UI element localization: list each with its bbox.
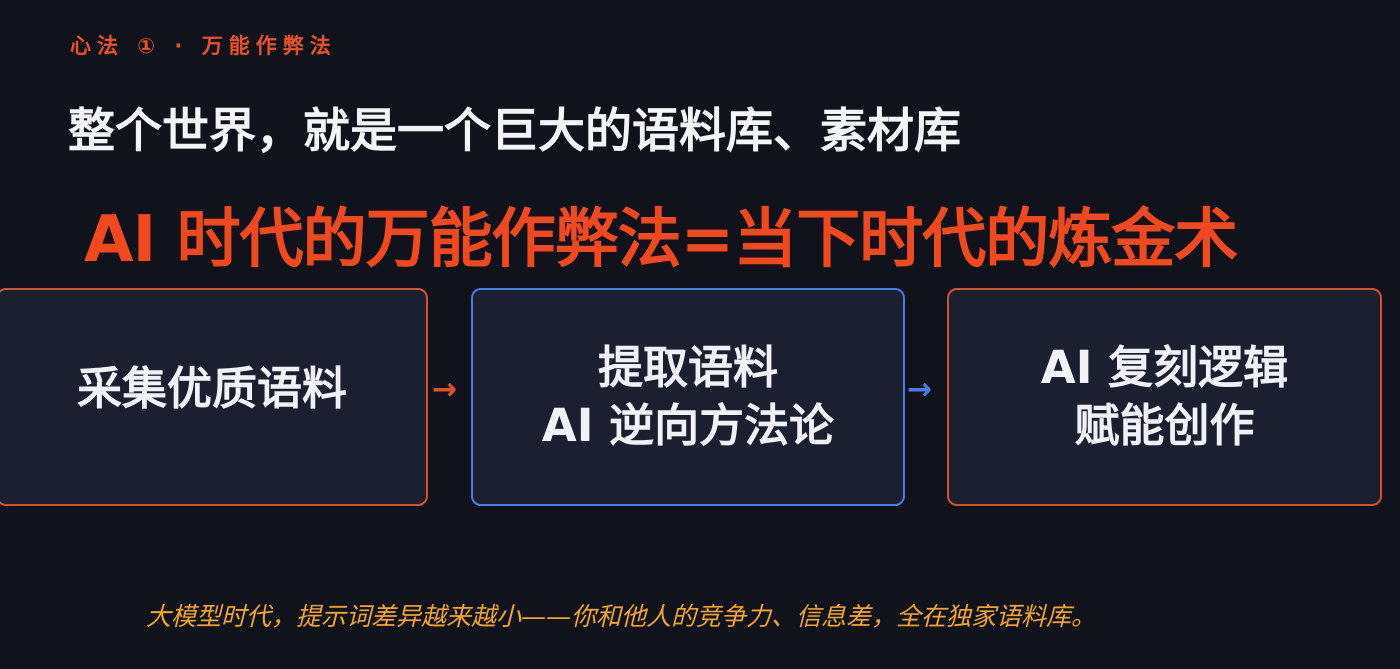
step-card-sublabel: AI 逆向方法论 xyxy=(541,399,835,452)
step-card-label: 提取语料 xyxy=(597,341,778,394)
arrow-right-icon: → xyxy=(907,372,933,407)
step-card-sublabel: 赋能创作 xyxy=(1074,399,1255,452)
section-eyebrow: 心法 ① · 万能作弊法 xyxy=(70,34,337,58)
step-card-label: 采集优质语料 xyxy=(76,362,347,415)
step-card-label: AI 复刻逻辑 xyxy=(1040,341,1289,394)
step-card-extract: 提取语料 AI 逆向方法论 xyxy=(471,288,905,506)
hero-title: AI 时代的万能作弊法=当下时代的炼金术 xyxy=(84,203,1238,277)
footer-note: 大模型时代，提示词差异越来越小——你和他人的竞争力、信息差，全在独家语料库。 xyxy=(146,602,1097,631)
headline: 整个世界，就是一个巨大的语料库、素材库 xyxy=(68,104,961,159)
step-card-collect: 采集优质语料 xyxy=(0,288,428,506)
step-card-replicate: AI 复刻逻辑 赋能创作 xyxy=(947,288,1382,506)
arrow-right-icon: → xyxy=(432,372,458,407)
